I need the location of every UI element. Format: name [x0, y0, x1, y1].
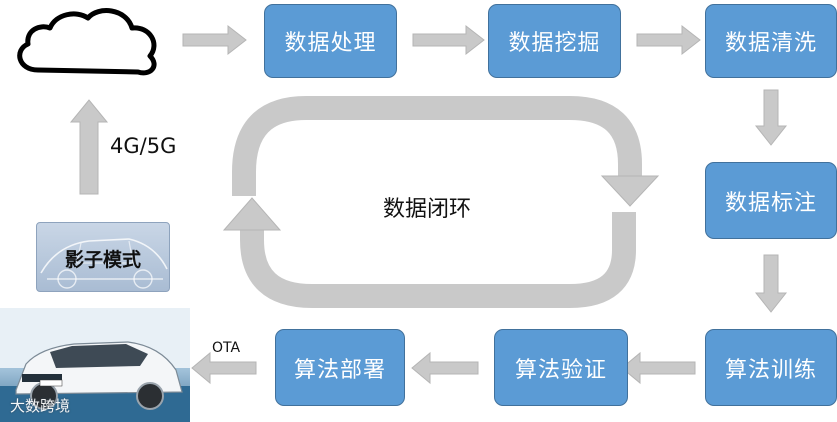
arrow-validation-to-deployment: [411, 351, 479, 385]
node-data-labeling-label: 数据标注: [724, 190, 817, 216]
node-data-mining: 数据挖掘: [488, 4, 621, 78]
arrow-labeling-to-training: [754, 254, 788, 313]
arrow-cloud-to-process: [182, 24, 247, 56]
node-data-mining-label: 数据挖掘: [508, 31, 601, 56]
node-algorithm-validation-label: 算法验证: [514, 357, 607, 383]
arrow-ota: [191, 351, 257, 385]
node-data-cleaning-label: 数据清洗: [724, 31, 817, 56]
node-data-processing: 数据处理: [264, 4, 397, 78]
cloud-icon: [17, 8, 157, 76]
node-data-cleaning: 数据清洗: [705, 4, 837, 78]
ota-label: OTA: [212, 340, 241, 356]
arrow-process-to-mining: [412, 24, 485, 56]
car-photo: 大数跨境: [0, 308, 190, 422]
shadow-mode-label: 影子模式: [64, 249, 141, 271]
node-algorithm-deployment: 算法部署: [275, 329, 405, 406]
arrow-cleaning-to-labeling: [754, 89, 788, 146]
arrow-training-to-validation: [621, 351, 696, 385]
node-shadow-mode: 影子模式: [36, 222, 170, 292]
suv-icon: [0, 308, 190, 422]
loop-label: 数据闭环: [383, 197, 472, 222]
node-algorithm-validation: 算法验证: [494, 329, 628, 406]
node-algorithm-deployment-label: 算法部署: [293, 357, 386, 383]
node-algorithm-training: 算法训练: [705, 329, 837, 406]
photo-watermark: 大数跨境: [10, 397, 71, 415]
car-sketch-icon: [40, 238, 168, 289]
node-algorithm-training-label: 算法训练: [724, 357, 817, 383]
arrow-mining-to-cleaning: [636, 24, 701, 56]
network-label: 4G/5G: [110, 134, 177, 158]
node-data-labeling: 数据标注: [705, 162, 837, 239]
arrow-shadow-to-cloud: [69, 99, 109, 195]
node-data-processing-label: 数据处理: [284, 31, 377, 56]
loop-arrow: [222, 96, 660, 308]
